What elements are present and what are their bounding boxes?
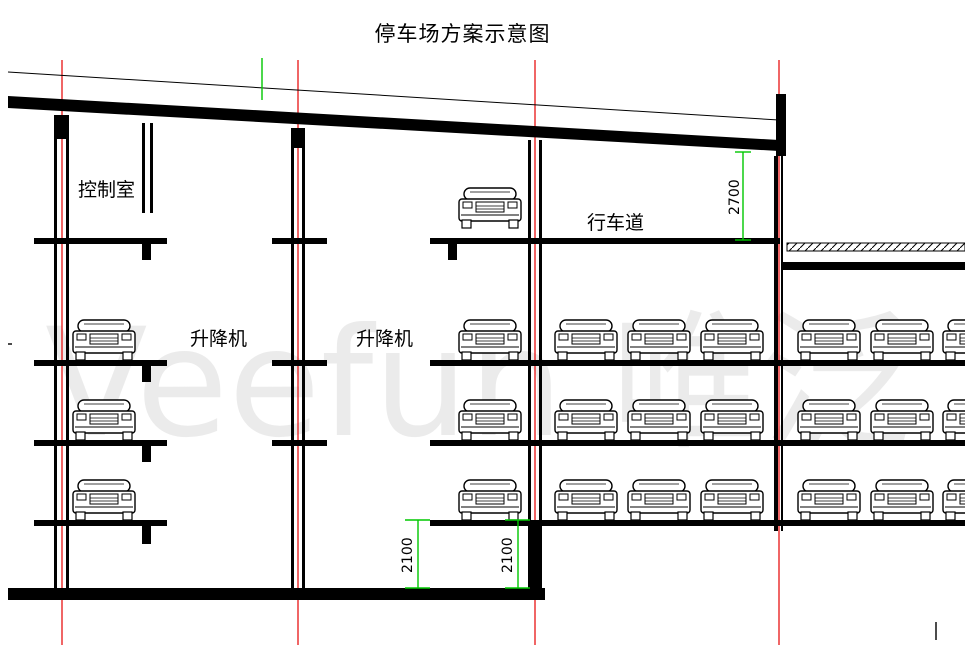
dimension-lines xyxy=(405,151,751,589)
right-wall-top xyxy=(776,94,786,156)
diagram-title: 停车场方案示意图 xyxy=(374,22,551,46)
parked-car xyxy=(72,479,136,521)
parked-car xyxy=(870,479,934,521)
floor-slabs xyxy=(8,238,965,600)
label-lift-left: 升降机 xyxy=(190,328,247,350)
dim-2700: 2700 xyxy=(727,179,743,215)
label-lift-right: 升降机 xyxy=(356,328,413,350)
parked-car xyxy=(700,479,764,521)
parked-car xyxy=(942,399,965,441)
label-driveway: 行车道 xyxy=(587,212,644,234)
parked-car xyxy=(942,319,965,361)
parked-car xyxy=(458,187,522,229)
parked-car xyxy=(458,479,522,521)
dim-2100-left: 2100 xyxy=(400,537,416,573)
label-control-room: 控制室 xyxy=(78,179,135,201)
slope-line xyxy=(7,71,780,121)
roof-slab xyxy=(8,96,779,151)
parked-car xyxy=(627,479,691,521)
parked-car xyxy=(797,479,861,521)
dim-2100-right: 2100 xyxy=(500,537,516,573)
parked-car xyxy=(942,479,965,521)
ground-hatch xyxy=(786,242,965,252)
parked-car xyxy=(554,479,618,521)
